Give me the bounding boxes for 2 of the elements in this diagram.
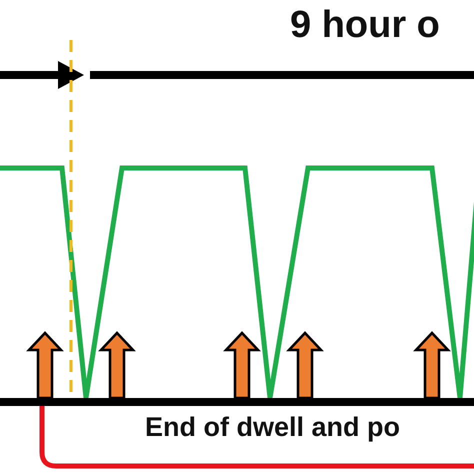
heading-text: 9 hour o (290, 6, 440, 44)
caption-text: End of dwell and po (145, 414, 400, 441)
